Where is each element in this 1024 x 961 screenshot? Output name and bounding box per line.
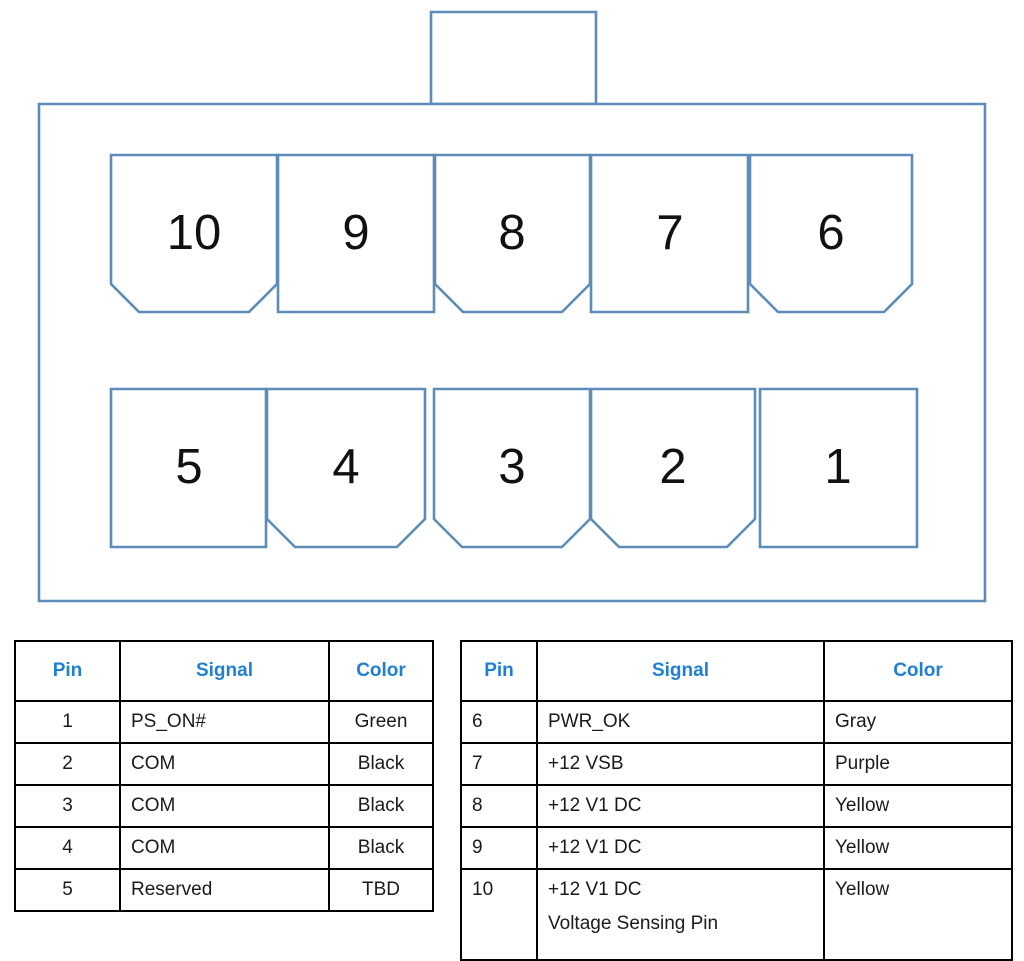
cell-signal-line2: Voltage Sensing Pin [548,913,719,934]
table-row: 3 COM Black [14,784,434,828]
column-header-color: Color [823,640,1013,702]
connector-diagram: 10 9 8 7 6 5 4 3 2 1 [37,10,987,603]
pin-cavity-6 [748,153,914,314]
table-row: 7 +12 VSB Purple [460,742,1013,786]
cell-signal: +12 VSB [536,742,825,786]
cell-signal: Reserved [119,868,330,912]
cell-color: TBD [328,868,434,912]
cell-signal: +12 V1 DC [536,784,825,828]
pinout-table-right: Pin Signal Color 6 PWR_OK Gray 7 +12 VSB… [460,640,1013,961]
cell-signal: COM [119,826,330,870]
cell-pin: 2 [14,742,121,786]
table-row: 10 +12 V1 DC Voltage Sensing Pin Yellow [460,868,1013,961]
cell-pin: 7 [460,742,538,786]
latch-tab [429,10,598,106]
table-row: 6 PWR_OK Gray [460,700,1013,744]
pin-cavity-label-9: 9 [342,206,369,260]
column-header-pin: Pin [14,640,121,702]
cell-color: Purple [823,742,1013,786]
table-row: 2 COM Black [14,742,434,786]
cell-color: Yellow [823,826,1013,870]
cell-pin: 6 [460,700,538,744]
cell-color: Black [328,784,434,828]
pin-cavity-label-3: 3 [498,440,525,494]
pin-cavity-5 [109,387,268,549]
pin-cavity-label-6: 6 [817,206,844,260]
cell-signal: COM [119,784,330,828]
pin-cavity-9 [276,153,436,314]
table-row: 9 +12 V1 DC Yellow [460,826,1013,870]
cell-pin: 3 [14,784,121,828]
pinout-table-left: Pin Signal Color 1 PS_ON# Green 2 COM Bl… [14,640,434,912]
column-header-signal: Signal [536,640,825,702]
cell-color: Gray [823,700,1013,744]
cell-pin: 8 [460,784,538,828]
pin-cavity-label-5: 5 [175,440,202,494]
pin-cavity-4 [265,387,427,549]
cell-color: Black [328,742,434,786]
table-row: 1 PS_ON# Green [14,700,434,744]
pin-cavity-label-1: 1 [824,440,851,494]
cell-signal-line1: +12 V1 DC [548,879,642,900]
cell-color: Black [328,826,434,870]
cell-pin: 10 [460,868,538,961]
cell-signal: COM [119,742,330,786]
cell-pin: 1 [14,700,121,744]
table-row: 4 COM Black [14,826,434,870]
cell-signal: +12 V1 DC Voltage Sensing Pin [536,868,825,961]
cell-signal: +12 V1 DC [536,826,825,870]
column-header-signal: Signal [119,640,330,702]
pin-cavity-label-8: 8 [498,206,525,260]
cell-pin: 4 [14,826,121,870]
cell-pin: 9 [460,826,538,870]
cell-signal: PWR_OK [536,700,825,744]
cell-color: Yellow [823,784,1013,828]
pin-cavity-1 [758,387,919,549]
cell-signal: PS_ON# [119,700,330,744]
table-row: 5 Reserved TBD [14,868,434,912]
cell-pin: 5 [14,868,121,912]
pin-cavity-label-2: 2 [659,440,686,494]
table-header-row: Pin Signal Color [14,640,434,702]
column-header-pin: Pin [460,640,538,702]
pin-cavity-label-7: 7 [656,206,683,260]
cell-color: Green [328,700,434,744]
table-row: 8 +12 V1 DC Yellow [460,784,1013,828]
column-header-color: Color [328,640,434,702]
pin-cavity-2 [589,387,757,549]
pin-cavity-label-4: 4 [332,440,359,494]
pin-cavity-label-10: 10 [167,206,222,260]
table-header-row: Pin Signal Color [460,640,1013,702]
pin-cavity-7 [589,153,750,314]
cell-color: Yellow [823,868,1013,961]
